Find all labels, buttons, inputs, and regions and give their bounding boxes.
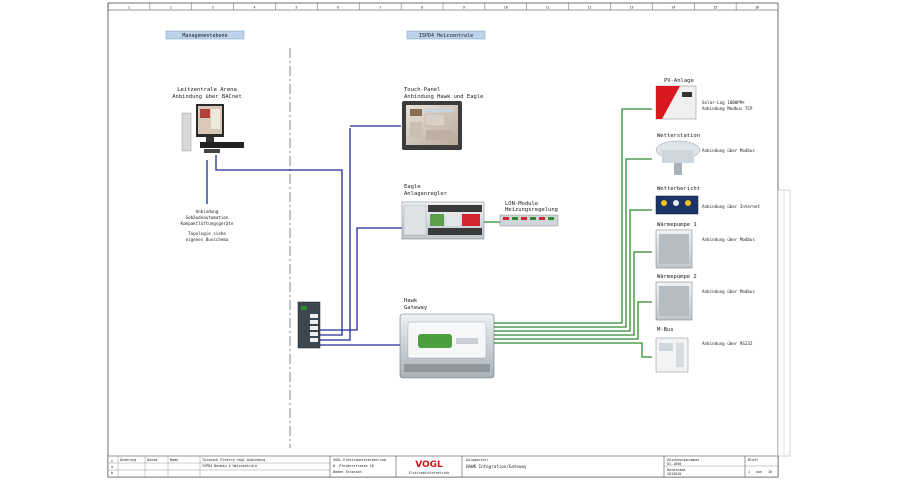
- mbus-title: M-Bus: [657, 327, 674, 333]
- column-number: 5: [295, 6, 297, 10]
- tb-drawing-no: 01-1050: [667, 462, 681, 466]
- vogl-logo: VOGL Elektromeisterbetrieb: [404, 458, 454, 475]
- column-number: 13: [629, 6, 633, 10]
- svg-text:Elektromeisterbetrieb: Elektromeisterbetrieb: [409, 471, 449, 475]
- tb-col-date: Datum: [147, 458, 157, 462]
- column-number: 16: [755, 6, 759, 10]
- column-number: 12: [588, 6, 592, 10]
- column-number: 14: [671, 6, 675, 10]
- weather-report-title: Wetterbericht: [657, 186, 700, 192]
- tb-sheet-no: 1: [748, 470, 750, 474]
- eagle-title: Eagle: [404, 184, 421, 190]
- tb-company-2: H. Pfeiderstrasse 16: [333, 464, 374, 468]
- tb-file-label: Dateiname: [667, 468, 685, 472]
- column-number: 7: [379, 6, 381, 10]
- pv-line-2: Anbindung Modbus TCP: [702, 106, 753, 111]
- section-heizzentrale-label: ISPD4 Heizzentrale: [419, 33, 473, 39]
- touch-panel-subtitle: Anbindung Hawk und Eagle: [404, 94, 483, 100]
- hawk-subtitle: Gateway: [404, 305, 428, 311]
- tb-col-name: Name: [170, 458, 178, 462]
- tb-company-1: VOGL Elektromeisterbetrieb: [333, 458, 386, 462]
- eagle-controller: [401, 201, 485, 240]
- building-label-1: Anbindung: [196, 209, 219, 214]
- column-number: 2: [170, 6, 172, 10]
- weather-station-title: Wetterstation: [657, 133, 700, 139]
- bms-computer: [181, 104, 244, 153]
- column-number: 15: [713, 6, 717, 10]
- weather-station-main: Anbindung über Modbus: [702, 148, 755, 153]
- column-number: 9: [463, 6, 465, 10]
- section-management: [165, 30, 245, 40]
- eagle-subtitle: Anlagenregler: [404, 191, 448, 197]
- building-label-3: Kompaktlüftungsgeräte: [181, 221, 234, 226]
- column-number: 6: [337, 6, 339, 10]
- weather-report-main: Anbindung über Internet: [702, 204, 760, 209]
- heat-pump-1: [655, 229, 693, 269]
- heat-pump-2-main: Anbindung über Modbus: [702, 289, 755, 294]
- tb-rev-c: c: [111, 459, 113, 463]
- tb-plant-label: Anlagenteil: [466, 458, 488, 462]
- tb-project-2: ISPD4 Neubau 4 Heizzentrale: [202, 464, 257, 468]
- column-number: 10: [504, 6, 508, 10]
- heat-pump-1-main: Anbindung über Modbus: [702, 237, 755, 242]
- lon-modules: [499, 214, 559, 227]
- heat-pump-2: [655, 281, 693, 321]
- tb-rev-a: a: [111, 465, 113, 469]
- column-number: 4: [254, 6, 256, 10]
- building-label-2: Gebäudeautomation: [186, 215, 229, 220]
- connections: [206, 108, 652, 358]
- lon-title: LON-Module: [505, 201, 538, 207]
- heat-pump-2-title: Wärmepumpe 2: [657, 274, 697, 280]
- pv-inverter: [655, 85, 697, 120]
- hawk-title: Hawk: [404, 298, 418, 304]
- mbus-main: Anbindung über RS232: [702, 341, 753, 346]
- tb-company-3: Baden Teisnach: [333, 470, 362, 474]
- weather-station: [655, 140, 701, 175]
- hawk-gateway: [399, 313, 495, 379]
- tb-rev-b: b: [111, 471, 113, 475]
- mbus-converter: [655, 337, 689, 373]
- tb-sheet-label: Blatt: [748, 458, 758, 462]
- heat-pump-1-title: Wärmepumpe 1: [657, 222, 697, 228]
- svg-text:VOGL: VOGL: [415, 460, 443, 470]
- topology-label-1: Topologie siehe: [188, 231, 226, 236]
- pv-line-1: Solar-Log 1000PM+: [702, 100, 745, 105]
- tb-project-1: Teisnach Elektro Vogl Anbindung: [202, 458, 265, 462]
- column-number: 1: [128, 6, 130, 10]
- touch-panel: [402, 101, 462, 150]
- network-switch: [297, 301, 321, 349]
- tb-plant-title: HAWK Integration/Gateway: [466, 464, 527, 469]
- section-management-label: Managementebene: [182, 33, 227, 39]
- tb-file-no: 2013010: [667, 472, 681, 476]
- lon-subtitle: Heizungsregelung: [505, 207, 558, 213]
- tb-drawing-label: Zeichnungsnummer: [667, 458, 700, 462]
- topology-label-2: eigenes Busschema: [186, 237, 229, 242]
- column-number: 8: [421, 6, 423, 10]
- tb-col-change: Änderung: [120, 457, 136, 462]
- tb-sheet-total: 16: [768, 470, 772, 474]
- tb-sheet-of: von: [756, 470, 762, 474]
- pv-title: PV-Anlage: [664, 78, 694, 84]
- touch-panel-title: Touch-Panel: [404, 87, 440, 93]
- bms-title: Leitzentrale Arena: [177, 87, 237, 93]
- column-number: 11: [546, 6, 550, 10]
- weather-report-panel: [655, 195, 699, 215]
- section-heizzentrale: [406, 30, 486, 40]
- column-number: 3: [212, 6, 214, 10]
- bms-subtitle: Anbindung über BACnet: [172, 94, 242, 100]
